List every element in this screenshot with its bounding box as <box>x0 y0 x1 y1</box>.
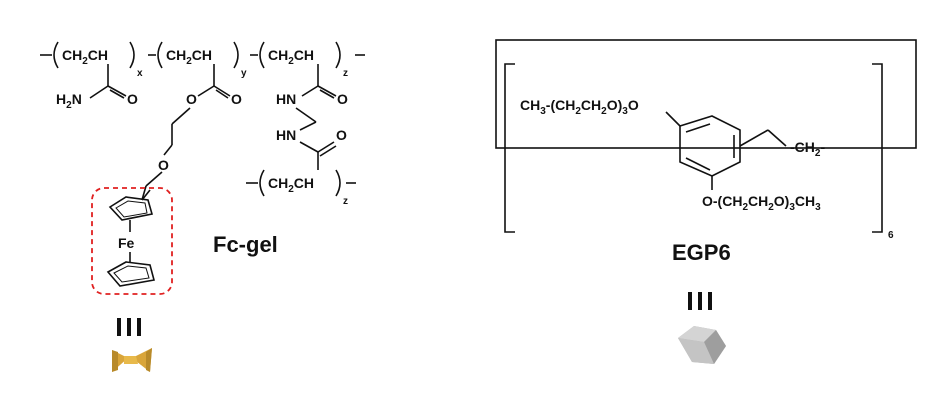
subscript-z: z <box>343 68 348 79</box>
hn-label-2: HN <box>276 127 296 143</box>
crosslink-carbonyl-o-2: O <box>336 127 347 143</box>
fe-label: Fe <box>118 235 135 251</box>
backbone-unit-2: CH2CH <box>166 47 212 67</box>
cyclopentadienyl-ring-top <box>108 196 154 221</box>
egp6-top-chain: CH3-(CH2CH2O)3O <box>520 97 639 117</box>
cyclopentadienyl-ring-bottom <box>106 261 155 287</box>
egp6-structure: 6 CH3-(CH2CH2O)3O -CH2- O-(CH2CH2O)3CH3 … <box>495 39 917 364</box>
outer-frame <box>495 39 917 149</box>
backbone-unit-1: CH2CH <box>62 47 108 67</box>
crosslink-carbonyl-o-1: O <box>337 91 348 107</box>
backbone-unit-3: CH2CH <box>268 47 314 67</box>
ester-o-label: O <box>186 91 197 107</box>
fc-gel-structure: CH2CH x CH2CH y CH2CH z H2N O O O O <box>40 41 365 372</box>
crosslink-unit: CH2CH <box>268 175 314 195</box>
egp6-name: EGP6 <box>672 240 731 265</box>
egp6-bottom-chain: O-(CH2CH2O)3CH3 <box>702 193 821 213</box>
fc-gel-name: Fc-gel <box>213 232 278 257</box>
methylene-label: -CH2- <box>790 139 825 159</box>
ether-o-label: O <box>158 157 169 173</box>
crosslink-subscript-z: z <box>343 196 348 207</box>
repeat-bracket-right <box>872 63 883 233</box>
ferrocene-highlight-box <box>91 187 173 295</box>
ester-carbonyl-o: O <box>231 91 242 107</box>
repeat-bracket-left <box>504 63 515 233</box>
bowtie-icon <box>112 348 152 372</box>
hn-label-1: HN <box>276 91 296 107</box>
benzene-ring <box>679 115 741 177</box>
equiv-symbol-right <box>688 292 712 310</box>
equiv-symbol-left <box>117 318 141 336</box>
amide-carbonyl-o: O <box>127 91 138 107</box>
repeat-subscript: 6 <box>888 230 894 241</box>
subscript-x: x <box>137 68 143 79</box>
hexagonal-prism-icon <box>678 326 726 364</box>
subscript-y: y <box>241 68 247 79</box>
amide-h2n-label: H2N <box>56 91 82 111</box>
